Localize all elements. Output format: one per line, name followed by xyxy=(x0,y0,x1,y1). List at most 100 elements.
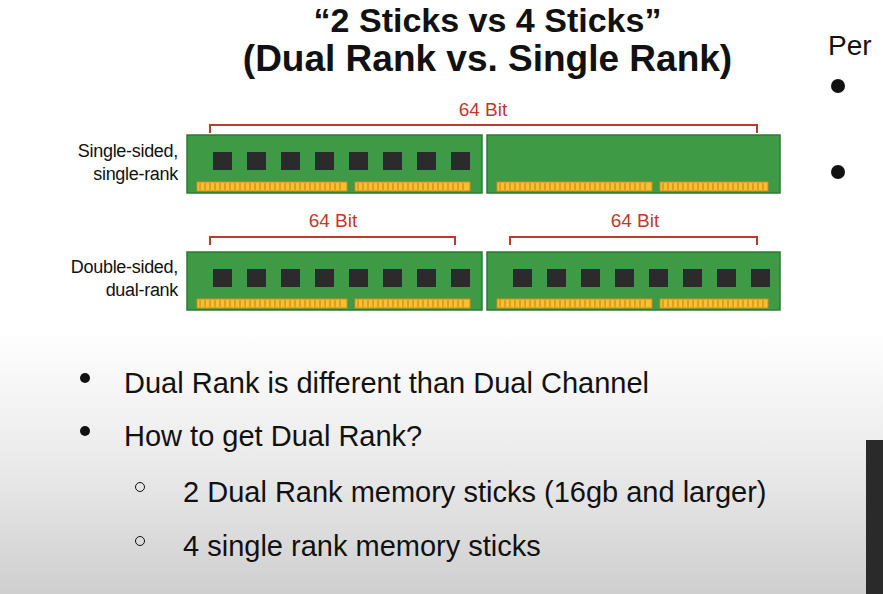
dram-chip xyxy=(247,152,266,170)
contact-pin xyxy=(398,300,399,307)
contact-pin xyxy=(570,183,571,190)
contact-pin xyxy=(605,183,606,190)
contact-pin xyxy=(260,300,261,307)
contact-pin xyxy=(378,183,379,190)
dram-chip xyxy=(581,269,600,287)
contact-pin xyxy=(610,183,611,190)
contact-pin xyxy=(758,183,759,190)
contact-pin xyxy=(325,300,326,307)
contact-pin xyxy=(733,183,734,190)
contact-pin xyxy=(580,183,581,190)
contact-pin xyxy=(443,183,444,190)
contact-pin xyxy=(530,183,531,190)
contact-pin xyxy=(620,300,621,307)
contact-pin xyxy=(600,300,601,307)
contact-pin xyxy=(433,183,434,190)
contact-pin xyxy=(645,183,646,190)
contact-pin xyxy=(290,300,291,307)
contact-pin xyxy=(325,183,326,190)
bullet-marker xyxy=(80,426,90,436)
contact-pin xyxy=(335,183,336,190)
contact-pin xyxy=(615,300,616,307)
contact-pin xyxy=(585,300,586,307)
contact-pin xyxy=(373,300,374,307)
contact-pin xyxy=(215,300,216,307)
contact-pin xyxy=(723,300,724,307)
contact-pin xyxy=(693,300,694,307)
contact-pin xyxy=(625,183,626,190)
contact-pin xyxy=(545,183,546,190)
contact-pin xyxy=(530,300,531,307)
contact-pin xyxy=(443,300,444,307)
contact-pin xyxy=(373,183,374,190)
bullet-marker xyxy=(80,373,90,383)
contact-pin xyxy=(635,300,636,307)
gold-contacts xyxy=(497,182,652,191)
contact-pin xyxy=(515,183,516,190)
contact-pin xyxy=(448,183,449,190)
bullet-marker xyxy=(831,79,845,93)
contact-pin xyxy=(383,183,384,190)
dram-chip xyxy=(213,269,232,287)
dram-chip xyxy=(213,152,232,170)
stick-board xyxy=(487,252,780,310)
contact-pin xyxy=(433,300,434,307)
contact-pin xyxy=(310,300,311,307)
contact-pin xyxy=(398,183,399,190)
contact-pin xyxy=(220,300,221,307)
contact-pin xyxy=(713,300,714,307)
contact-pin xyxy=(240,183,241,190)
contact-pin xyxy=(265,300,266,307)
contact-pin xyxy=(733,300,734,307)
dram-chip xyxy=(349,152,368,170)
contact-pin xyxy=(290,183,291,190)
contact-pin xyxy=(403,183,404,190)
contact-pin xyxy=(260,183,261,190)
contact-pin xyxy=(550,300,551,307)
contact-pin xyxy=(265,183,266,190)
contact-pin xyxy=(428,300,429,307)
dram-chip xyxy=(751,269,770,287)
contact-pin xyxy=(378,300,379,307)
contact-pin xyxy=(718,300,719,307)
gold-contacts xyxy=(660,299,768,308)
contact-pin xyxy=(453,183,454,190)
contact-pin xyxy=(663,300,664,307)
contact-pin xyxy=(358,183,359,190)
contact-pin xyxy=(540,183,541,190)
dram-chip xyxy=(513,269,532,287)
contact-pin xyxy=(270,183,271,190)
contact-pin xyxy=(590,183,591,190)
contact-pin xyxy=(688,300,689,307)
cut-heading: Per xyxy=(828,30,872,62)
contact-pin xyxy=(388,300,389,307)
contact-pin xyxy=(463,300,464,307)
contact-pin xyxy=(330,183,331,190)
contact-pin xyxy=(368,300,369,307)
dram-chip xyxy=(315,152,334,170)
contact-pin xyxy=(458,300,459,307)
contact-pin xyxy=(453,300,454,307)
gold-contacts xyxy=(497,299,652,308)
contact-pin xyxy=(525,183,526,190)
contact-pin xyxy=(250,183,251,190)
contact-pin xyxy=(698,183,699,190)
contact-pin xyxy=(305,183,306,190)
contact-pin xyxy=(320,300,321,307)
contact-pin xyxy=(718,183,719,190)
contact-pin xyxy=(595,300,596,307)
contact-pin xyxy=(220,183,221,190)
contact-pin xyxy=(520,183,521,190)
contact-pin xyxy=(763,300,764,307)
contact-pin xyxy=(560,300,561,307)
contact-pin xyxy=(418,300,419,307)
contact-pin xyxy=(408,300,409,307)
dram-chip xyxy=(649,269,668,287)
memory-stick xyxy=(187,135,780,310)
bit-width: 64 Bit xyxy=(283,210,383,232)
contact-pin xyxy=(285,183,286,190)
contact-pin xyxy=(315,300,316,307)
contact-pin xyxy=(555,300,556,307)
contact-pin xyxy=(505,300,506,307)
contact-pin xyxy=(515,300,516,307)
